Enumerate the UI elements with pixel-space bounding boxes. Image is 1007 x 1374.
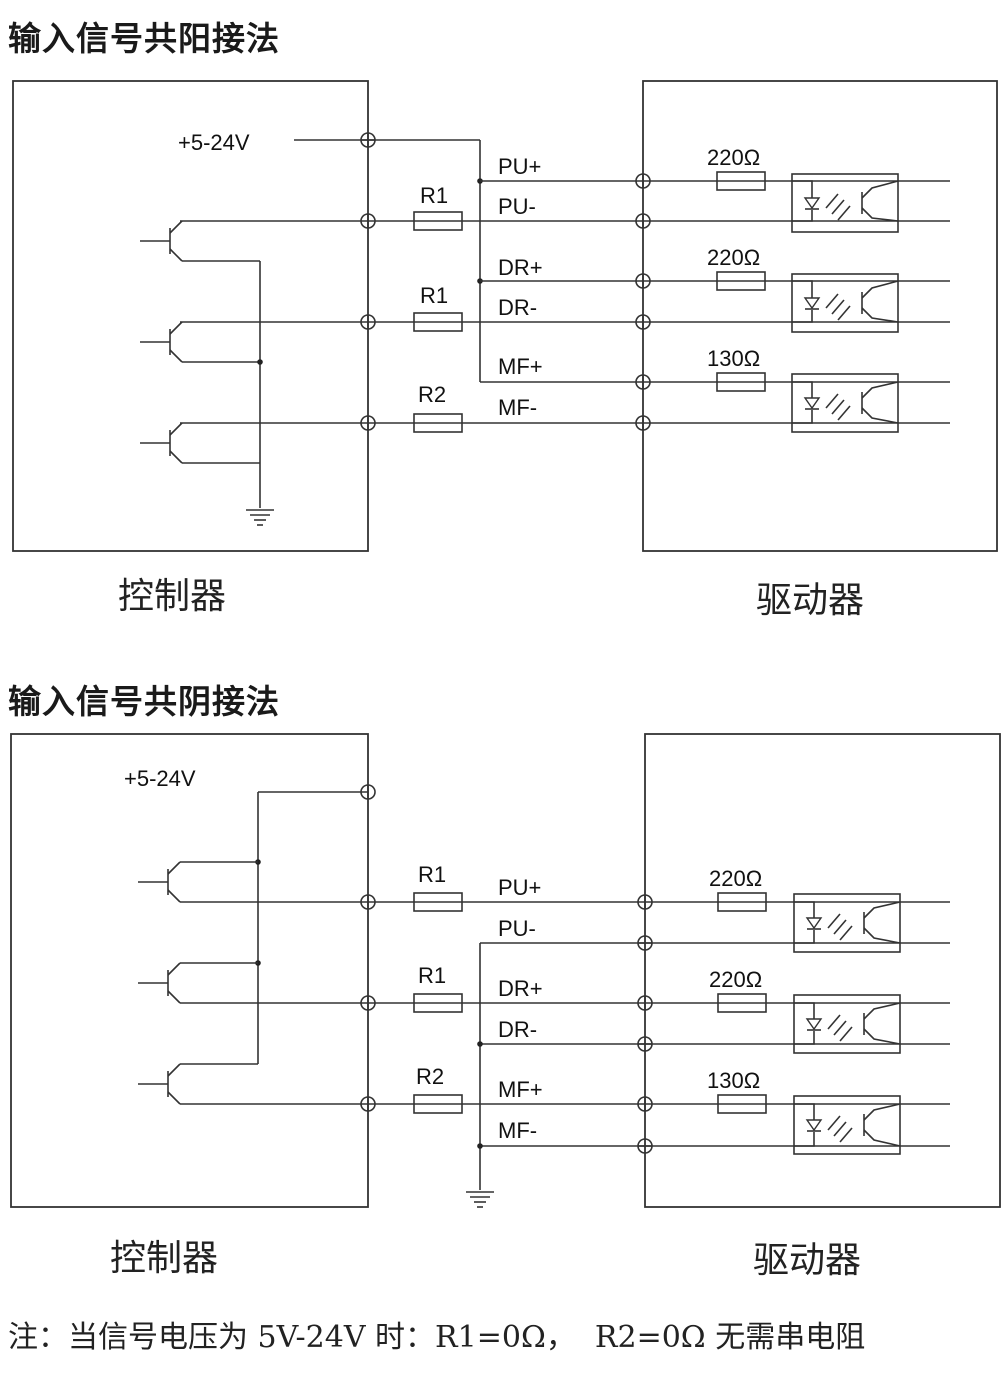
driver-label: 驱动器 <box>756 580 864 621</box>
driver-resistor <box>716 271 766 291</box>
resistor-label: R1 <box>420 283 448 308</box>
channel-label: PU- <box>498 916 536 941</box>
controller-label: 控制器 <box>110 1238 218 1279</box>
driver-resistor-label: 220Ω <box>709 866 762 891</box>
optocoupler-icon <box>791 373 899 433</box>
controller-box <box>10 733 369 1208</box>
driver-resistor <box>717 993 767 1013</box>
channel-label: MF- <box>498 1118 537 1143</box>
resistor-r1-b <box>413 312 463 332</box>
optocoupler-icon <box>791 173 899 233</box>
driver-box <box>644 733 1001 1208</box>
driver-resistor <box>717 892 767 912</box>
channel-label: MF+ <box>498 354 543 379</box>
driver-resistor-label: 130Ω <box>707 346 760 371</box>
diagram1-schematic: +5-24V <box>12 80 998 621</box>
transistor-2 <box>140 321 260 363</box>
diagram2-schematic: +5-24V <box>10 733 1001 1281</box>
resistor-label: R1 <box>420 183 448 208</box>
transistor-1 <box>140 220 260 262</box>
driver-resistor <box>716 171 766 191</box>
transistor-2 <box>138 962 258 1004</box>
terminals-controller <box>360 132 376 431</box>
channel-label: DR+ <box>498 255 543 280</box>
resistor-label: R1 <box>418 862 446 887</box>
terminals-driver <box>637 894 653 1154</box>
diagram2-heading: 输入信号共阴接法 <box>8 682 280 721</box>
channel-label: PU- <box>498 194 536 219</box>
transistor-1 <box>138 861 258 903</box>
driver-resistor <box>716 372 766 392</box>
resistor-r1-a <box>413 892 463 912</box>
channel-label: PU+ <box>498 875 541 900</box>
driver-label: 驱动器 <box>753 1240 861 1281</box>
supply-label: +5-24V <box>124 766 196 791</box>
transistor-3 <box>140 422 260 464</box>
resistor-r2 <box>413 413 463 433</box>
driver-resistor-label: 130Ω <box>707 1068 760 1093</box>
footnote: 注：当信号电压为 5V-24V 时：R1=0Ω， R2=0Ω 无需串电阻 <box>8 1320 866 1355</box>
driver-resistor-label: 220Ω <box>707 145 760 170</box>
optocoupler-icon <box>793 1095 901 1155</box>
channel-label: DR+ <box>498 976 543 1001</box>
terminals-driver <box>635 173 651 431</box>
channel-label: MF- <box>498 395 537 420</box>
ground-icon <box>246 509 274 526</box>
transistor-3 <box>138 1063 258 1105</box>
controller-label: 控制器 <box>118 576 226 617</box>
ground-icon <box>466 1191 494 1208</box>
driver-resistor-label: 220Ω <box>709 967 762 992</box>
resistor-label: R1 <box>418 963 446 988</box>
channel-label: MF+ <box>498 1077 543 1102</box>
diagram1-heading: 输入信号共阳接法 <box>8 19 280 58</box>
optocoupler-icon <box>791 273 899 333</box>
channel-label: DR- <box>498 295 537 320</box>
resistor-r2 <box>413 1094 463 1114</box>
optocoupler-icon <box>793 994 901 1054</box>
resistor-label: R2 <box>416 1064 444 1089</box>
driver-resistor <box>717 1094 767 1114</box>
resistor-label: R2 <box>418 382 446 407</box>
resistor-r1-a <box>413 211 463 231</box>
channel-label: DR- <box>498 1017 537 1042</box>
supply-label: +5-24V <box>178 130 250 155</box>
optocoupler-icon <box>793 893 901 953</box>
driver-resistor-label: 220Ω <box>707 245 760 270</box>
terminals-controller <box>360 784 376 1112</box>
channel-label: PU+ <box>498 154 541 179</box>
resistor-r1-b <box>413 993 463 1013</box>
